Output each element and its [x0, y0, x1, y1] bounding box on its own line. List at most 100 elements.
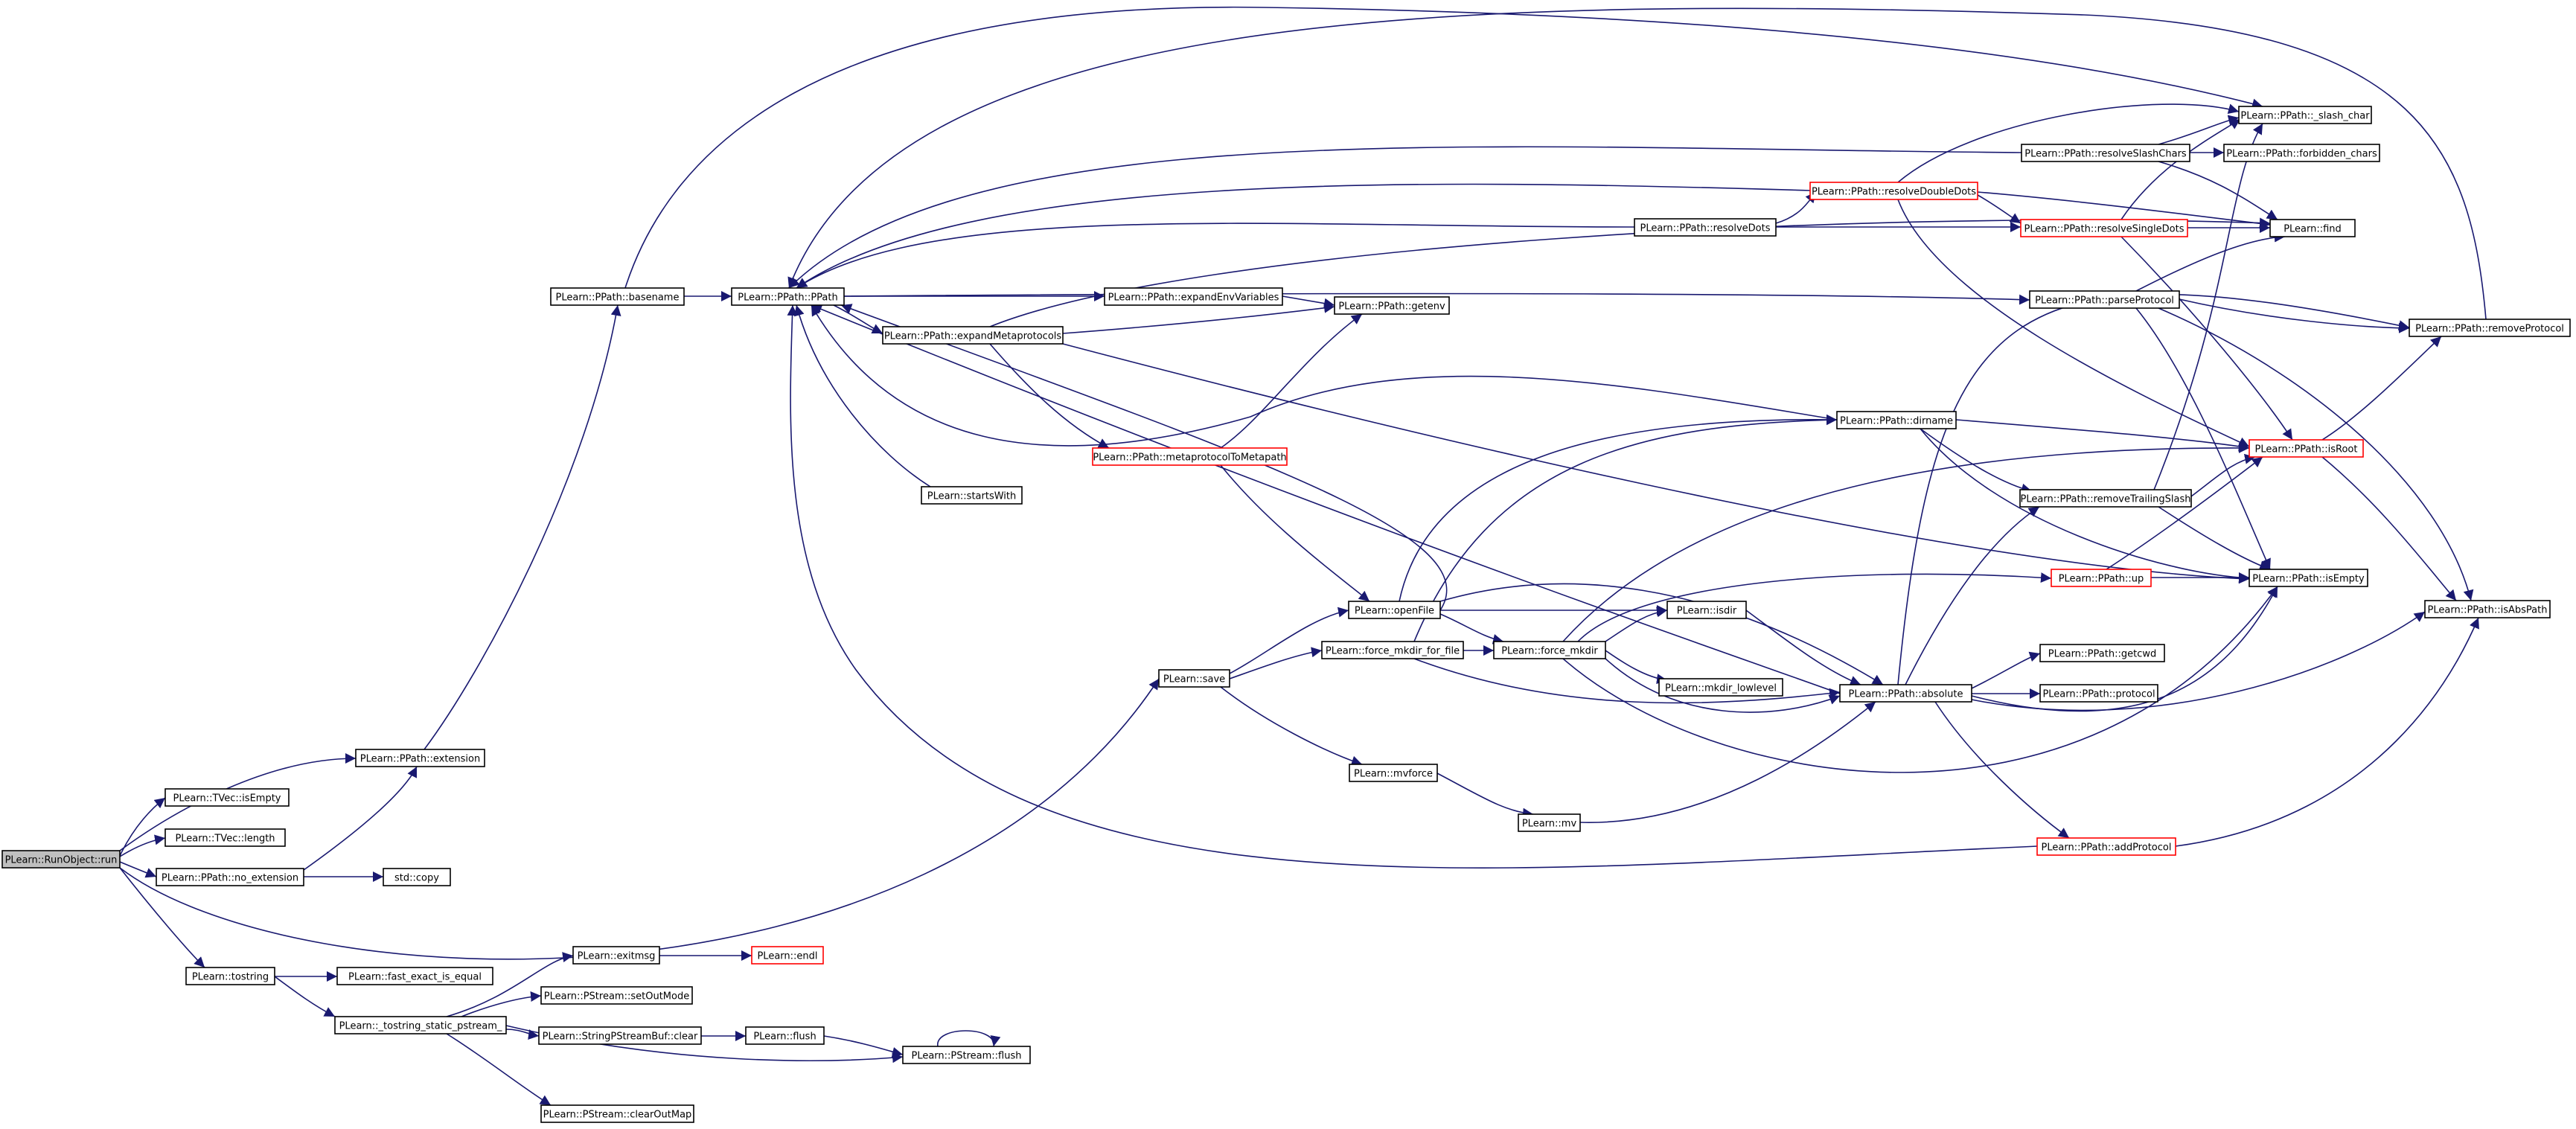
- node-plearn-ppath-isroot[interactable]: PLearn::PPath::isRoot: [2249, 439, 2364, 458]
- call-edge-n25-to-n18: [796, 183, 1811, 289]
- node-plearn-mkdir-lowlevel[interactable]: PLearn::mkdir_lowlevel: [1658, 678, 1783, 697]
- edge-path: [1971, 651, 2041, 689]
- node-label: PLearn::PPath::absolute: [1849, 689, 1963, 700]
- call-edge-n1-to-n39: [119, 678, 1160, 960]
- node-plearn-ppath-forbidden-chars[interactable]: PLearn::PPath::forbidden_chars: [2223, 144, 2380, 162]
- node-plearn-ppath-addprotocol[interactable]: PLearn::PPath::addProtocol: [2036, 837, 2176, 856]
- call-edge-n39-to-n41: [1229, 647, 1323, 679]
- call-edge-n39-to-n40: [1229, 607, 1349, 674]
- node-label: PLearn::endl: [757, 951, 817, 962]
- node-plearn-ppath-up[interactable]: PLearn::PPath::up: [2051, 569, 2152, 587]
- node-plearn-force-mkdir[interactable]: PLearn::force_mkdir: [1493, 641, 1606, 659]
- node-plearn-ppath-protocol[interactable]: PLearn::PPath::protocol: [2039, 684, 2158, 703]
- node-box: [383, 868, 451, 886]
- node-label: PLearn::PPath::up: [2059, 574, 2144, 585]
- edge-path: [2158, 115, 2240, 145]
- node-plearn-ppath-metaprotocoltometapath[interactable]: PLearn::PPath::metaprotocolToMetapath: [1092, 447, 1288, 466]
- node-label: PLearn::PPath::getenv: [1338, 301, 1445, 313]
- node-plearn-stringpstreambuf-clear[interactable]: PLearn::StringPStreamBuf::clear: [538, 1026, 702, 1045]
- edge-path: [1955, 419, 2250, 452]
- node-plearn-ppath-resolvedots[interactable]: PLearn::PPath::resolveDots: [1634, 218, 1777, 237]
- node-label: PLearn::PPath::isAbsPath: [2428, 605, 2548, 616]
- node-label: PLearn::PPath::resolveSingleDots: [2024, 224, 2185, 235]
- node-plearn-ppath-resolvedoubledots[interactable]: PLearn::PPath::resolveDoubleDots: [1809, 182, 1978, 200]
- node-box: [2424, 600, 2551, 618]
- edge-path: [1579, 701, 1876, 823]
- call-edge-n33-to-n34: [1955, 419, 2250, 452]
- node-plearn-ppath-absolute[interactable]: PLearn::PPath::absolute: [1839, 684, 1972, 703]
- node-plearn-mvforce[interactable]: PLearn::mvforce: [1349, 764, 1438, 782]
- call-edge-n5-to-n2: [303, 766, 418, 871]
- node-label: PLearn::exitmsg: [578, 951, 656, 962]
- node-plearn-tostring-static-pstream[interactable]: PLearn::_tostring_static_pstream_: [334, 1016, 507, 1034]
- node-plearn-ppath-no-extension[interactable]: PLearn::PPath::no_extension: [156, 868, 304, 886]
- edge-path: [2158, 506, 2271, 571]
- node-plearn-tvec-isempty[interactable]: PLearn::TVec::isEmpty: [164, 788, 290, 807]
- node-box: [334, 1016, 507, 1034]
- call-edge-n25-to-n34: [1897, 199, 2250, 447]
- edge-path: [796, 183, 1811, 289]
- node-plearn-ppath-resolveslashchars[interactable]: PLearn::PPath::resolveSlashChars: [2021, 144, 2190, 162]
- node-plearn-runobject-run[interactable]: PLearn::RunObject::run: [1, 850, 121, 869]
- node-label: PLearn::PPath::getcwd: [2048, 649, 2156, 660]
- node-box: [1809, 182, 1978, 200]
- node-plearn-ppath-parseprotocol[interactable]: PLearn::PPath::parseProtocol: [2029, 290, 2180, 309]
- node-label: PLearn::PStream::flush: [911, 1051, 1021, 1062]
- node-plearn-ppath-getenv[interactable]: PLearn::PPath::getenv: [1334, 296, 1450, 315]
- node-box: [572, 946, 660, 965]
- node-plearn-ppath-removeprotocol[interactable]: PLearn::PPath::removeProtocol: [2409, 319, 2571, 337]
- node-plearn-ppath-getcwd[interactable]: PLearn::PPath::getcwd: [2039, 644, 2165, 662]
- node-plearn-exitmsg[interactable]: PLearn::exitmsg: [572, 946, 660, 965]
- node-plearn-ppath-expandmetaprotocols[interactable]: PLearn::PPath::expandMetaprotocols: [882, 326, 1064, 345]
- node-plearn-pstream-flush[interactable]: PLearn::PStream::flush: [902, 1046, 1031, 1064]
- node-plearn-tvec-length[interactable]: PLearn::TVec::length: [164, 828, 286, 847]
- call-edge-n45-to-n38: [1971, 611, 2426, 711]
- node-plearn-tostring[interactable]: PLearn::tostring: [185, 967, 275, 985]
- edge-path: [2179, 298, 2410, 333]
- node-plearn-ppath-basename[interactable]: PLearn::PPath::basename: [550, 287, 685, 306]
- node-label: PLearn::PPath::forbidden_chars: [2226, 149, 2377, 160]
- node-plearn-force-mkdir-for-file[interactable]: PLearn::force_mkdir_for_file: [1321, 641, 1464, 659]
- node-plearn-fast-exact-is-equal[interactable]: PLearn::fast_exact_is_equal: [336, 967, 493, 985]
- call-edge-n40-to-n45: [1439, 583, 1884, 685]
- edge-path: [2321, 336, 2442, 441]
- edge-path: [2135, 231, 2286, 292]
- node-plearn-ppath-ppath[interactable]: PLearn::PPath::PPath: [731, 287, 845, 306]
- call-edge-n21-to-n20: [1062, 302, 1335, 334]
- edge-path: [119, 867, 205, 968]
- node-plearn-ppath-extension[interactable]: PLearn::PPath::extension: [355, 749, 485, 767]
- call-edge-n9-to-n16: [446, 1033, 552, 1106]
- call-edge-n33-to-n35: [1920, 428, 2033, 494]
- node-box: [164, 788, 290, 807]
- node-plearn-flush[interactable]: PLearn::flush: [745, 1026, 825, 1045]
- node-label: PLearn::isdir: [1677, 606, 1737, 617]
- node-plearn-ppath-resolvesingledots[interactable]: PLearn::PPath::resolveSingleDots: [2020, 219, 2188, 237]
- node-plearn-find[interactable]: PLearn::find: [2269, 219, 2356, 237]
- call-edge-n23-to-n18: [793, 304, 931, 487]
- node-box: [2021, 144, 2190, 162]
- node-plearn-endl[interactable]: PLearn::endl: [751, 946, 824, 965]
- nodes-layer: PLearn::RunObject::run PLearn::PPath::ext…: [1, 106, 2571, 1123]
- node-plearn-ppath-isempty[interactable]: PLearn::PPath::isEmpty: [2249, 569, 2368, 587]
- node-plearn-mv[interactable]: PLearn::mv: [1518, 813, 1581, 832]
- node-plearn-pstream-setoutmode[interactable]: PLearn::PStream::setOutMode: [540, 986, 693, 1005]
- node-plearn-ppath-isabspath[interactable]: PLearn::PPath::isAbsPath: [2424, 600, 2551, 618]
- node-plearn-save[interactable]: PLearn::save: [1158, 669, 1230, 688]
- node-plearn-ppath-dirname[interactable]: PLearn::PPath::dirname: [1836, 411, 1957, 429]
- node-plearn-ppath-slash-char[interactable]: PLearn::PPath::_slash_char: [2238, 106, 2372, 124]
- node-box: [540, 1104, 694, 1123]
- node-plearn-startswith[interactable]: PLearn::startsWith: [921, 486, 1023, 505]
- node-std-copy[interactable]: std::copy: [383, 868, 451, 886]
- node-label: PLearn::startsWith: [927, 491, 1017, 502]
- node-plearn-ppath-expandenvvariables[interactable]: PLearn::PPath::expandEnvVariables: [1104, 287, 1283, 306]
- node-label: PLearn::PPath::basename: [556, 292, 680, 304]
- node-box: [336, 967, 493, 985]
- node-plearn-isdir[interactable]: PLearn::isdir: [1666, 601, 1747, 619]
- node-plearn-pstream-clearoutmap[interactable]: PLearn::PStream::clearOutMap: [540, 1104, 694, 1123]
- call-edge-n9-to-n12: [461, 991, 542, 1017]
- edge-path: [796, 223, 1635, 289]
- node-box: [2223, 144, 2380, 162]
- node-plearn-openfile[interactable]: PLearn::openFile: [1348, 601, 1441, 619]
- node-plearn-ppath-removetrailingslash[interactable]: PLearn::PPath::removeTrailingSlash: [2019, 489, 2192, 508]
- call-edge-n26-to-n28: [2120, 118, 2241, 220]
